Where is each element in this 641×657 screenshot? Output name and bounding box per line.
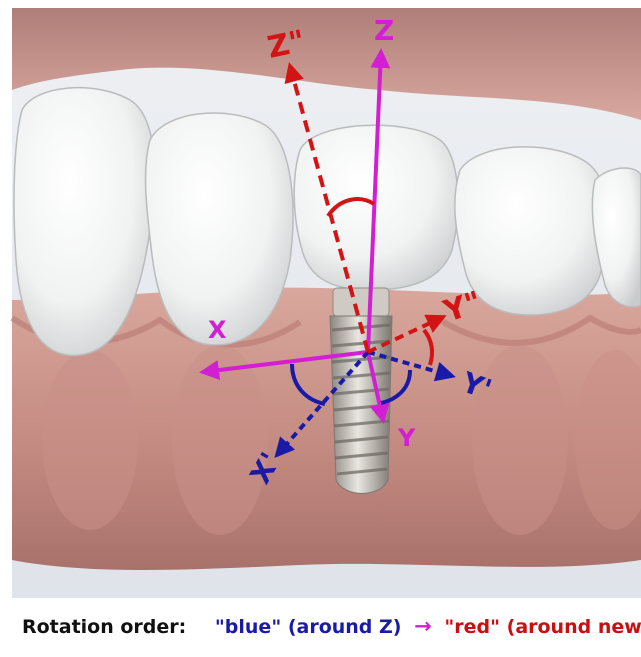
caption-blue-rotation: "blue" (around Z) xyxy=(215,616,402,638)
tooth-right xyxy=(455,147,608,315)
caption-prefix: Rotation order: xyxy=(22,616,186,638)
tooth-left-center xyxy=(146,113,293,345)
caption-arrow-icon: → xyxy=(414,614,432,638)
rotation-order-caption: Rotation order: "blue" (around Z) → "red… xyxy=(22,611,641,641)
y-axis-label: Y xyxy=(397,424,416,452)
implant-abutment xyxy=(333,288,389,316)
x-axis-label: X xyxy=(208,316,227,344)
caption-red-rotation: "red" (around new X') xyxy=(444,616,641,638)
z-axis-label: Z xyxy=(374,14,394,47)
